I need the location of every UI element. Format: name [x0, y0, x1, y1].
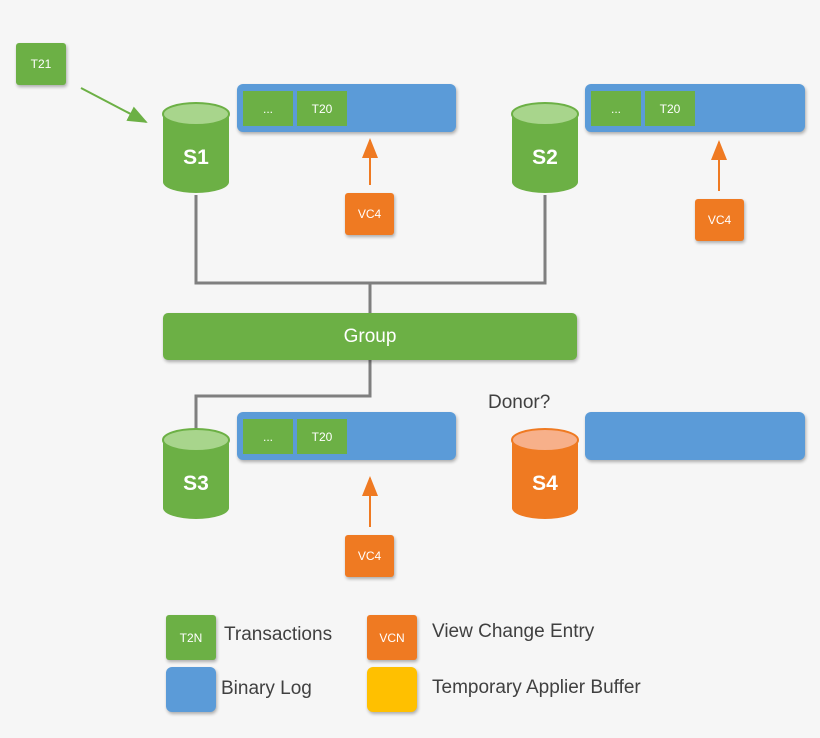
incoming-transaction: T21 — [16, 43, 66, 85]
server-label: S3 — [183, 472, 209, 495]
legend-transaction-swatch: T2N — [166, 615, 216, 660]
legend-view-change-label: View Change Entry — [432, 621, 595, 642]
binary-log-s1: ... T20 — [237, 84, 456, 132]
server-s1: S1 — [161, 102, 231, 194]
legend-binary-log-swatch — [166, 667, 216, 712]
view-change-s3: VC4 — [345, 535, 394, 577]
binary-log-s2: ... T20 — [585, 84, 805, 132]
server-s2: S2 — [510, 102, 580, 194]
binary-log-s3: ... T20 — [237, 412, 456, 460]
server-s4: S4 — [510, 428, 580, 520]
view-change-s2: VC4 — [695, 199, 744, 241]
legend-applier-buffer-label: Temporary Applier Buffer — [432, 677, 641, 698]
binary-log-s4 — [585, 412, 805, 460]
t21-arrow — [80, 87, 148, 123]
log-entry: ... — [243, 91, 293, 126]
log-entry: T20 — [297, 91, 347, 126]
s3-group-line — [194, 360, 372, 440]
group-bar: Group — [163, 313, 577, 360]
database-icon — [511, 428, 579, 519]
database-icon — [162, 102, 230, 193]
legend-applier-buffer-swatch — [367, 667, 417, 712]
log-entry: T20 — [645, 91, 695, 126]
database-icon — [162, 428, 230, 519]
log-entry: ... — [591, 91, 641, 126]
server-label: S1 — [183, 146, 209, 169]
server-label: S4 — [532, 472, 558, 495]
database-icon — [511, 102, 579, 193]
legend-view-change-swatch: VCN — [367, 615, 417, 660]
legend-transactions-label: Transactions — [224, 624, 333, 645]
donor-question: Donor? — [488, 392, 551, 413]
view-change-s1: VC4 — [345, 193, 394, 235]
server-s3: S3 — [161, 428, 231, 520]
server-label: S2 — [532, 146, 558, 169]
log-entry: T20 — [297, 419, 347, 454]
log-entry: ... — [243, 419, 293, 454]
legend-binary-log-label: Binary Log — [221, 678, 312, 699]
